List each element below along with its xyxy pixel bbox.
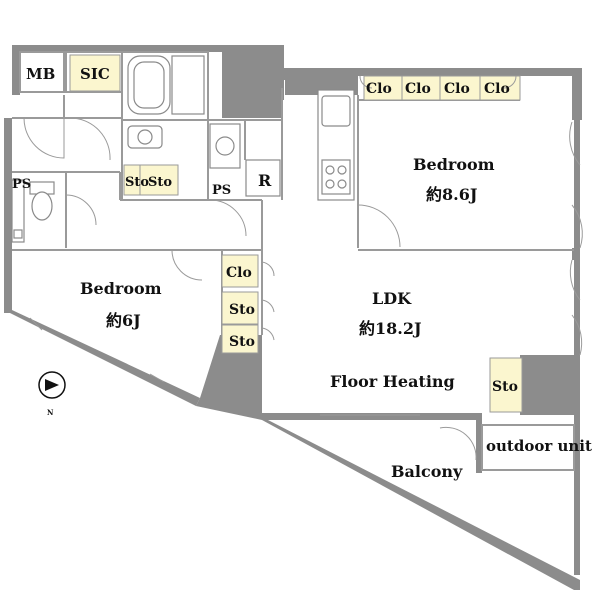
door-swings xyxy=(23,75,583,461)
ps-label-1: PS xyxy=(12,177,31,192)
north-arrow-icon: N xyxy=(38,371,66,417)
sto-box-3 xyxy=(221,291,259,325)
floor-heating-label: Floor Heating xyxy=(330,372,455,391)
cooktop-icon xyxy=(321,159,351,195)
ps-label-2: PS xyxy=(212,183,231,198)
sto-box-5 xyxy=(489,357,523,413)
outer-walls xyxy=(4,45,582,590)
sto-label-4: Sto xyxy=(229,334,255,350)
fridge-space xyxy=(245,159,281,197)
sto-label-5: Sto xyxy=(492,379,518,395)
outdoor-unit-label: outdoor unit xyxy=(486,437,592,455)
clo-box-2 xyxy=(401,75,441,101)
outdoor-unit-box xyxy=(481,424,575,471)
sto-box-4 xyxy=(221,324,259,354)
bedroom-1-size: 約8.6J xyxy=(426,185,477,204)
clo-label-4: Clo xyxy=(484,81,510,97)
clo-label-3: Clo xyxy=(444,81,470,97)
ldk-label: LDK xyxy=(372,289,412,308)
storage-units xyxy=(69,54,575,471)
clo-label-1: Clo xyxy=(366,81,392,97)
clo-box-3 xyxy=(439,75,481,101)
ldk-size: 約18.2J xyxy=(359,319,422,338)
bedroom-2-size: 約6J xyxy=(106,311,141,330)
sic-label: SIC xyxy=(80,65,110,83)
refrigerator-label: R xyxy=(258,171,272,190)
fixtures xyxy=(11,55,351,243)
sto-box-2 xyxy=(139,164,179,196)
mb-label: MB xyxy=(26,65,55,83)
clo-box-5 xyxy=(221,254,259,288)
clo-box-4 xyxy=(479,75,521,101)
bedroom-2-label: Bedroom xyxy=(80,279,162,298)
room-labels: MB SIC Clo Clo Clo Clo Sto Sto PS PS R B… xyxy=(12,65,592,481)
sto-label-3: Sto xyxy=(229,302,255,318)
balcony-label: Balcony xyxy=(391,462,463,481)
clo-label-2: Clo xyxy=(405,81,431,97)
sic-box xyxy=(69,54,121,92)
sto-label-2: Sto xyxy=(148,175,172,190)
bedroom-1-label: Bedroom xyxy=(413,155,495,174)
clo-label-5: Clo xyxy=(226,265,252,281)
kitchen-sink-icon xyxy=(321,95,351,127)
north-label: N xyxy=(47,408,54,417)
sto-label-1: Sto xyxy=(125,175,149,190)
